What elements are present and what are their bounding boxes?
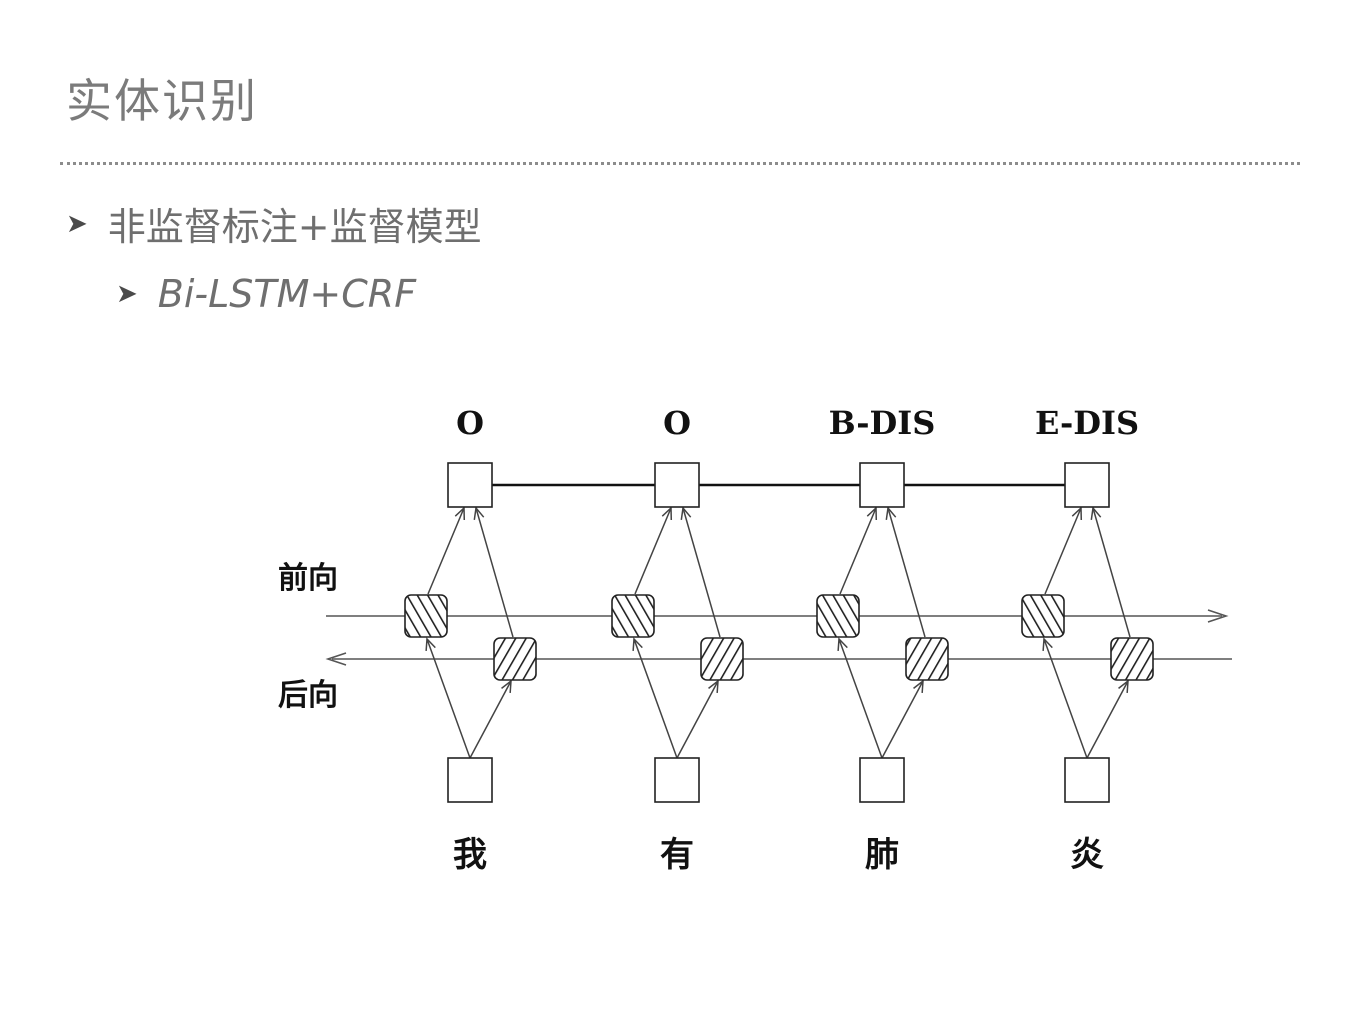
forward-to-output-arrow-head [661, 506, 673, 521]
backward-to-output-arrow [682, 507, 721, 638]
bullet-arrow-icon: ➤ [116, 279, 138, 309]
input-to-backward-arrow [1086, 680, 1129, 759]
bullet-arrow-icon: ➤ [66, 208, 88, 239]
forward-lstm-cell [404, 594, 448, 638]
forward-to-output-arrow-head [866, 506, 878, 521]
input-to-forward-arrow [1043, 638, 1088, 759]
backward-lstm-cell [1110, 637, 1154, 681]
title-divider [60, 162, 1300, 165]
tag-label: O [663, 404, 691, 442]
backward-label: 后向 [278, 678, 338, 713]
backward-lstm-cell [905, 637, 949, 681]
input-to-backward-arrow [676, 680, 719, 759]
input-to-forward-arrow-head [837, 637, 848, 652]
backward-to-output-arrow-head [680, 506, 692, 520]
forward-to-output-arrow [839, 507, 877, 595]
backward-to-output-arrow [475, 507, 514, 638]
tag-label: E-DIS [1035, 404, 1139, 442]
forward-to-output-arrow-head [1071, 506, 1083, 521]
backward-lstm-cell [700, 637, 744, 681]
tag-label: O [456, 404, 484, 442]
token-label: 有 [660, 835, 694, 875]
input-token-box [1064, 757, 1110, 803]
input-to-forward-arrow [838, 638, 883, 759]
output-tag-box [859, 462, 905, 508]
forward-flow-arrowhead [1207, 609, 1229, 623]
input-to-backward-arrow [881, 680, 924, 759]
input-to-backward-arrow [469, 680, 512, 759]
input-to-backward-arrow-head [913, 679, 924, 694]
input-token-box [447, 757, 493, 803]
input-token-box [654, 757, 700, 803]
input-to-forward-arrow [633, 638, 678, 759]
token-label: 炎 [1070, 835, 1104, 875]
input-token-box [859, 757, 905, 803]
input-to-forward-arrow [426, 638, 471, 759]
input-to-backward-arrow-head [1118, 679, 1129, 694]
output-tag-box [447, 462, 493, 508]
forward-to-output-arrow [634, 507, 672, 595]
input-to-forward-arrow-head [632, 637, 643, 652]
forward-to-output-arrow-head [454, 506, 466, 521]
backward-to-output-arrow-head [473, 506, 485, 520]
input-to-forward-arrow-head [425, 637, 436, 652]
forward-lstm-cell [816, 594, 860, 638]
forward-to-output-arrow [427, 507, 465, 595]
slide-title: 实体识别 [66, 74, 258, 128]
forward-label: 前向 [278, 561, 338, 596]
output-tag-box [1064, 462, 1110, 508]
backward-to-output-arrow [887, 507, 926, 638]
output-tag-box [654, 462, 700, 508]
bullet-level-1: ➤ 非监督标注+监督模型 [66, 196, 482, 251]
bullet-text: 非监督标注+监督模型 [107, 205, 482, 249]
forward-lstm-cell [611, 594, 655, 638]
tag-label: B-DIS [829, 404, 936, 442]
backward-to-output-arrow-head [885, 506, 897, 520]
input-to-backward-arrow-head [708, 679, 719, 694]
input-to-forward-arrow-head [1042, 637, 1053, 652]
backward-flow-arrowhead [325, 652, 347, 666]
bullet-text: Bi-LSTM+CRF [157, 272, 417, 316]
backward-to-output-arrow-head [1090, 506, 1102, 520]
input-to-backward-arrow-head [501, 679, 512, 694]
token-label: 我 [453, 835, 487, 875]
token-label: 肺 [865, 835, 899, 875]
backward-to-output-arrow [1092, 507, 1131, 638]
backward-lstm-cell [493, 637, 537, 681]
bullet-level-2: ➤ Bi-LSTM+CRF [116, 272, 416, 316]
diagram-columns: O 我 O 有 B-DIS 肺 E-DIS 炎 [404, 404, 1154, 875]
forward-to-output-arrow [1044, 507, 1082, 595]
forward-lstm-cell [1021, 594, 1065, 638]
